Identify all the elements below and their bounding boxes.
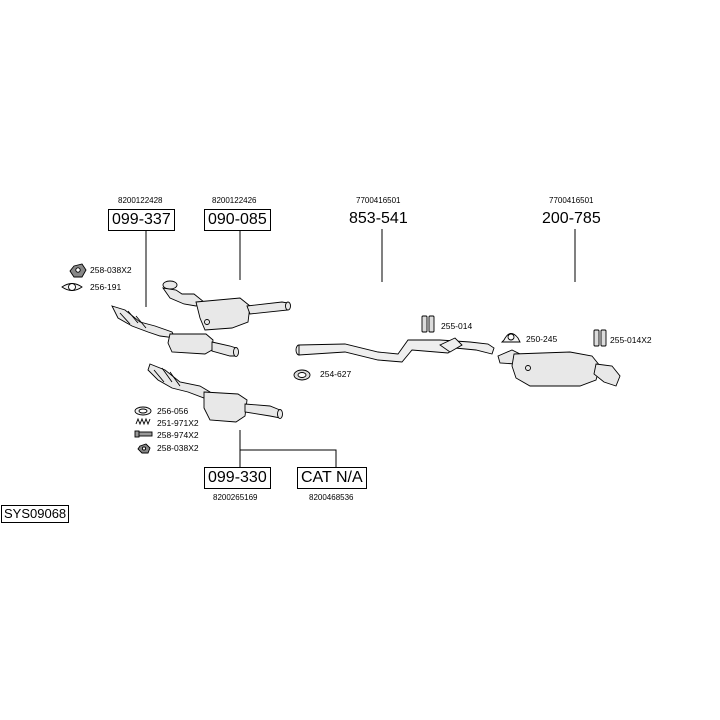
spring-icon [135, 417, 151, 426]
clamp-icon [500, 333, 521, 343]
front-pipe-catalyst-icon [162, 280, 291, 331]
spring-gasket-icon [293, 369, 311, 381]
oem-number: 8200265169 [213, 493, 258, 502]
rubber-mount-icon [593, 329, 607, 347]
nut-icon [69, 263, 87, 278]
accessory-label[interactable]: 256-191 [90, 282, 122, 292]
oem-number: 7700416501 [549, 196, 594, 205]
part-number-box[interactable]: CAT N/A [297, 467, 367, 489]
accessory-label[interactable]: 251-971X2 [157, 418, 199, 428]
nut-icon [137, 443, 151, 454]
oem-number: 8200122426 [212, 196, 257, 205]
exhaust-manifold-front-icon [111, 305, 239, 357]
intermediate-pipe-icon [295, 337, 495, 363]
oem-number: 7700416501 [356, 196, 401, 205]
accessory-label[interactable]: 258-038X2 [90, 265, 132, 275]
oem-number: 8200122428 [118, 196, 163, 205]
part-number-label[interactable]: 200-785 [542, 210, 601, 227]
rubber-mount-icon [421, 315, 435, 333]
accessory-label[interactable]: 254-627 [320, 369, 352, 379]
accessory-label[interactable]: 250-245 [526, 334, 558, 344]
exhaust-manifold-rear-icon [147, 363, 283, 423]
accessory-label[interactable]: 258-038X2 [157, 443, 199, 453]
gasket-icon [61, 283, 83, 291]
leader-line-p5-p6 [239, 430, 337, 467]
accessory-label[interactable]: 255-014 [441, 321, 473, 331]
accessory-label[interactable]: 255-014X2 [610, 335, 652, 345]
accessory-label[interactable]: 258-974X2 [157, 430, 199, 440]
part-number-box[interactable]: 099-330 [204, 467, 271, 489]
part-number-box[interactable]: 099-337 [108, 209, 175, 231]
bolt-icon [134, 430, 153, 438]
ring-gasket-icon [134, 406, 152, 416]
oem-number: 8200468536 [309, 493, 354, 502]
part-number-box[interactable]: 090-085 [204, 209, 271, 231]
accessory-label[interactable]: 256-056 [157, 406, 189, 416]
rear-silencer-icon [497, 349, 621, 387]
system-code-label: SYS09068 [1, 505, 70, 523]
part-number-label[interactable]: 853-541 [349, 210, 408, 227]
